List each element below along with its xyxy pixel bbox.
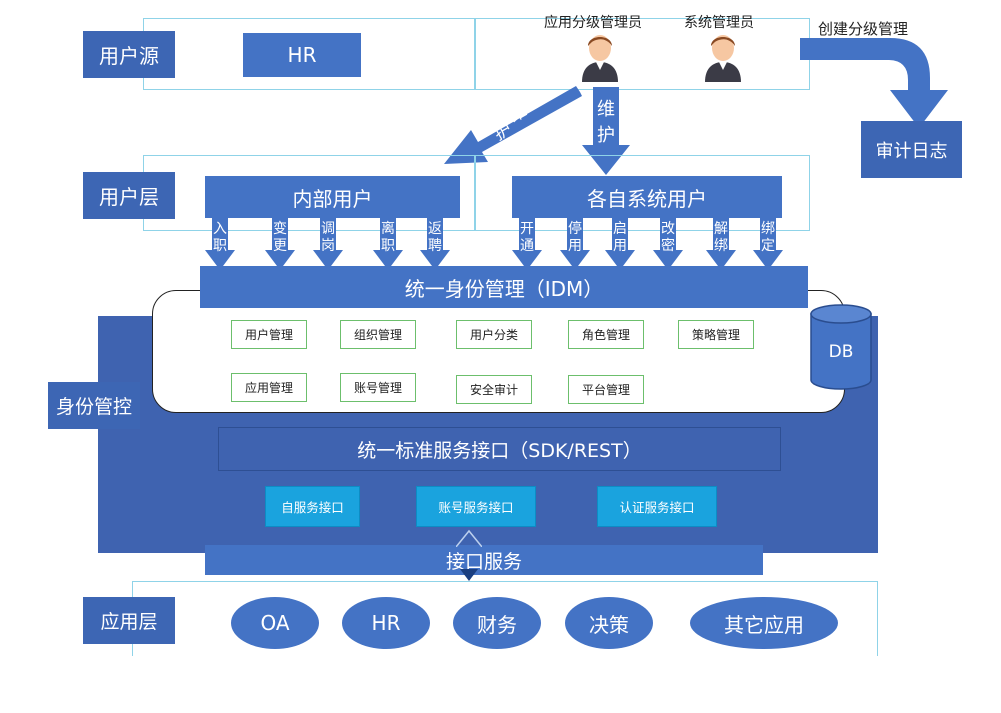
maintain-down-arrow: [582, 87, 630, 175]
db-label: DB: [828, 342, 854, 362]
user-layer-frame-right: [475, 155, 810, 231]
sys-admin-label: 系统管理员: [684, 15, 754, 31]
lifecycle-arrow: [753, 218, 783, 270]
lifecycle-transfer-2: 岗: [321, 238, 335, 254]
system-users-box: 各自系统用户: [512, 176, 782, 218]
lifecycle-enable-2: 用: [613, 238, 627, 254]
lifecycle-arrow: [560, 218, 590, 270]
function-account-mgmt: 账号管理: [340, 373, 416, 402]
app-admin-label: 应用分级管理员: [544, 15, 642, 31]
lifecycle-disable-1: 停: [568, 221, 582, 237]
function-user-classify: 用户分类: [456, 320, 532, 349]
lifecycle-arrow: [313, 218, 343, 270]
function-org-mgmt: 组织管理: [340, 320, 416, 349]
db-cylinder-icon: [810, 304, 872, 390]
account-service-interface: 账号服务接口: [416, 486, 536, 527]
app-hr: HR: [342, 597, 430, 649]
interface-connector-dot: [460, 569, 478, 581]
app-oa: OA: [231, 597, 319, 649]
lifecycle-arrow: [512, 218, 542, 270]
lifecycle-arrow: [605, 218, 635, 270]
lifecycle-arrow: [205, 218, 235, 270]
lifecycle-change-1: 变: [273, 221, 287, 237]
lifecycle-rehire-2: 聘: [428, 238, 442, 254]
app-decision: 决策: [565, 597, 653, 649]
maintain-down-char-2: 护: [597, 125, 615, 146]
function-role-mgmt: 角色管理: [568, 320, 644, 349]
function-policy-mgmt: 策略管理: [678, 320, 754, 349]
maintain-down-char-1: 维: [597, 99, 615, 120]
lifecycle-unbind-2: 绑: [714, 238, 728, 254]
lifecycle-bind-1: 绑: [761, 221, 775, 237]
self-service-interface: 自服务接口: [265, 486, 360, 527]
admin-frame: [475, 18, 810, 90]
function-app-mgmt: 应用管理: [231, 373, 307, 402]
auth-service-interface: 认证服务接口: [597, 486, 717, 527]
lifecycle-password-1: 改: [661, 221, 675, 237]
lifecycle-arrow: [420, 218, 450, 270]
app-admin-person-icon: [582, 35, 618, 82]
app-others: 其它应用: [690, 597, 838, 649]
app-finance: 财务: [453, 597, 541, 649]
function-platform-mgmt: 平台管理: [568, 375, 644, 404]
maintain-left-arrow: [444, 86, 582, 164]
lifecycle-change-2: 更: [273, 238, 287, 254]
lifecycle-disable-2: 用: [568, 238, 582, 254]
lifecycle-resign-2: 职: [381, 238, 395, 254]
user-source-label: 用户源: [83, 31, 175, 78]
lifecycle-rehire-1: 返: [428, 221, 442, 237]
user-layer-label: 用户层: [83, 172, 175, 219]
lifecycle-resign-1: 离: [381, 221, 395, 237]
function-security-audit: 安全审计: [456, 375, 532, 404]
lifecycle-unbind-1: 解: [714, 221, 728, 237]
lifecycle-arrow: [265, 218, 295, 270]
function-user-mgmt: 用户管理: [231, 320, 307, 349]
lifecycle-bind-2: 定: [761, 238, 775, 254]
lifecycle-transfer-1: 调: [321, 221, 335, 237]
lifecycle-arrow: [706, 218, 736, 270]
lifecycle-enable-1: 启: [613, 221, 627, 237]
hr-source-box: HR: [243, 33, 361, 77]
lifecycle-open-1: 开: [520, 221, 534, 237]
interface-connector-triangle: [456, 529, 482, 547]
create-mgmt-label: 创建分级管理: [818, 20, 909, 38]
create-mgmt-arrow: [800, 38, 948, 128]
lifecycle-password-2: 密: [661, 238, 675, 254]
internal-users-box: 内部用户: [205, 176, 460, 218]
interface-service-bar: 接口服务: [205, 545, 763, 575]
lifecycle-open-2: 通: [520, 238, 534, 254]
app-layer-label: 应用层: [83, 597, 175, 644]
identity-control-label: 身份管控: [48, 382, 140, 429]
lifecycle-arrow: [653, 218, 683, 270]
audit-log-box: 审计日志: [861, 121, 962, 178]
lifecycle-onboard-1: 入: [213, 221, 227, 237]
lifecycle-onboard-2: 职: [213, 238, 227, 254]
standard-interface-bar: 统一标准服务接口（SDK/REST）: [218, 427, 781, 471]
sys-admin-person-icon: [705, 35, 741, 82]
idm-title-bar: 统一身份管理（IDM）: [200, 266, 808, 308]
lifecycle-arrow: [373, 218, 403, 270]
